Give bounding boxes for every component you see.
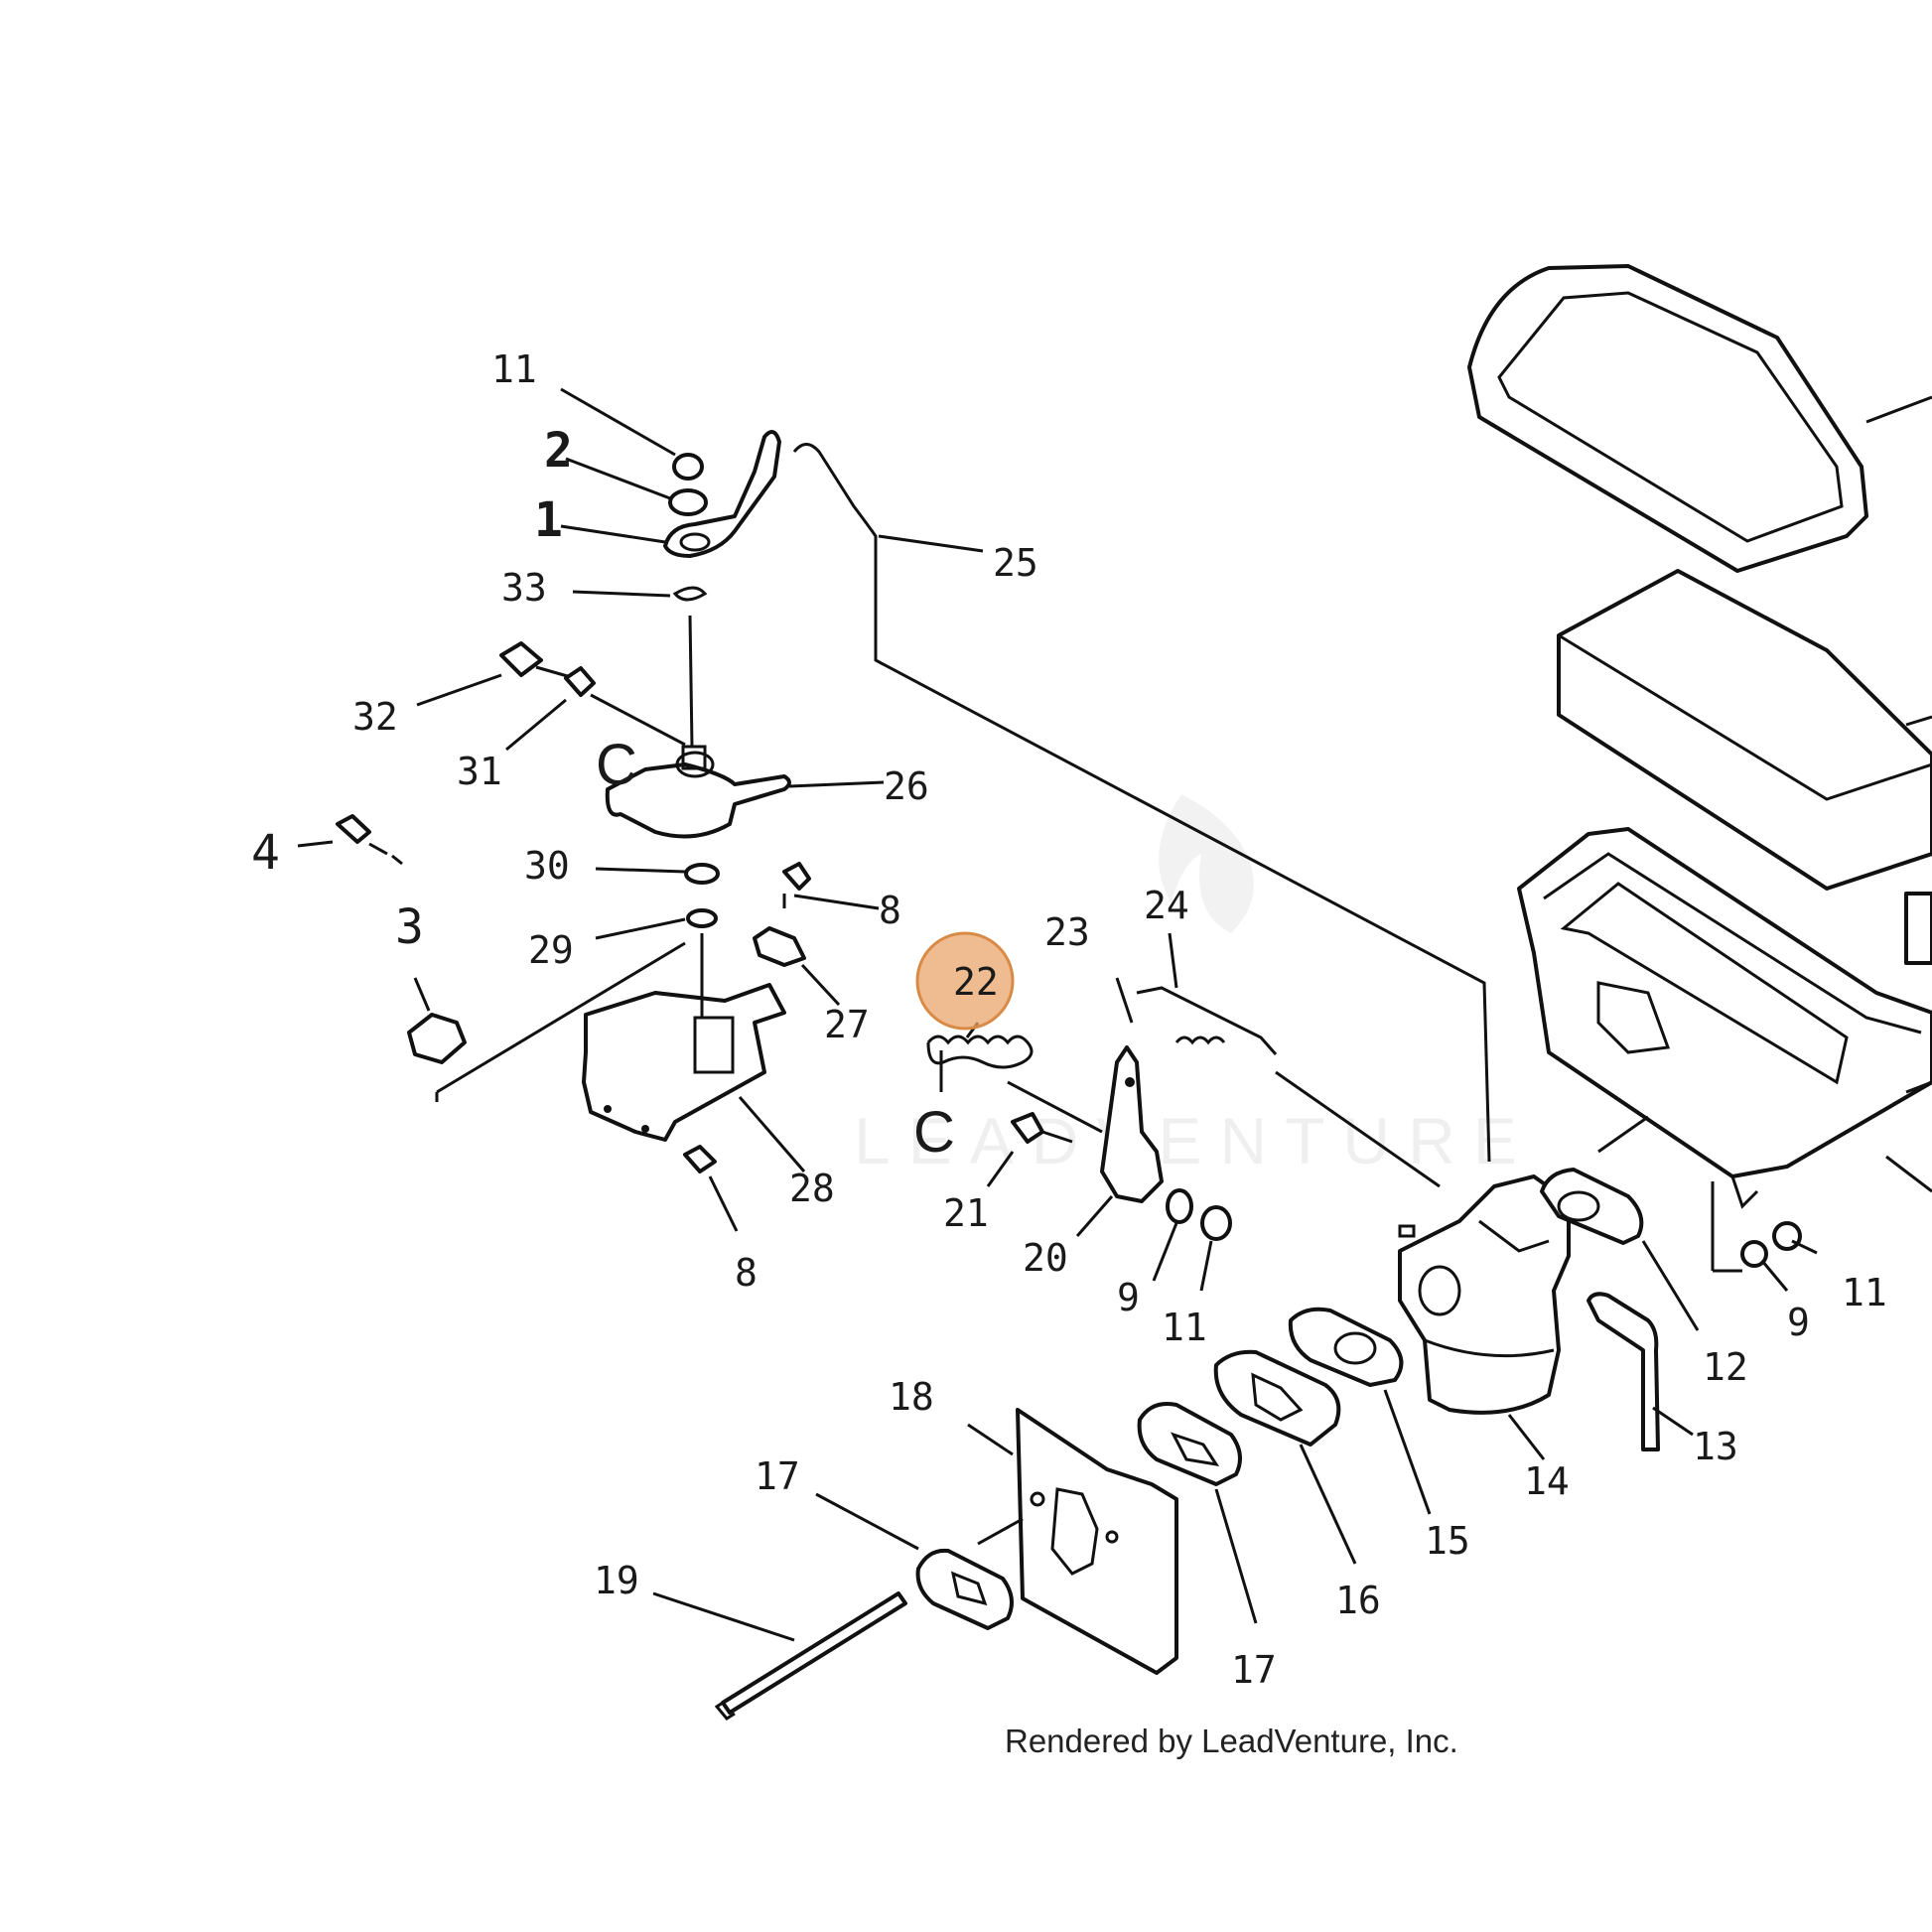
label-part-28[interactable]: 28 <box>789 1167 835 1210</box>
leader-lines <box>297 387 1818 1642</box>
watermark-text: LEADVENTURE <box>854 1104 1535 1177</box>
label-part-17-upper[interactable]: 17 <box>755 1454 800 1498</box>
label-part-16[interactable]: 16 <box>1335 1579 1381 1622</box>
label-part-20[interactable]: 20 <box>1023 1236 1068 1280</box>
watermark: LEADVENTURE <box>854 794 1535 1177</box>
label-part-9-middle[interactable]: 9 <box>1117 1276 1140 1319</box>
governor-arm-assembly <box>336 430 1491 1173</box>
label-reference-c-lower: C <box>913 1100 955 1165</box>
label-part-1[interactable]: 1 <box>534 492 563 548</box>
carburetor-assembly <box>714 1168 1660 1721</box>
part-22-highlight-marker[interactable] <box>915 931 1015 1031</box>
label-part-31[interactable]: 31 <box>457 750 502 793</box>
label-part-8-bottom[interactable]: 8 <box>735 1251 758 1295</box>
label-part-21[interactable]: 21 <box>943 1191 989 1235</box>
label-part-29[interactable]: 29 <box>528 928 574 972</box>
render-credit: Rendered by LeadVenture, Inc. <box>1005 1723 1458 1759</box>
label-part-14[interactable]: 14 <box>1524 1459 1570 1503</box>
label-part-8-top[interactable]: 8 <box>879 889 901 932</box>
label-part-9-right[interactable]: 9 <box>1787 1301 1810 1344</box>
label-part-13[interactable]: 13 <box>1693 1425 1738 1468</box>
label-part-22[interactable]: 22 <box>953 960 999 1004</box>
label-part-24[interactable]: 24 <box>1144 884 1189 927</box>
air-cleaner-base <box>1517 827 1932 1273</box>
label-part-2[interactable]: 2 <box>544 423 573 479</box>
label-part-19[interactable]: 19 <box>594 1559 639 1602</box>
label-part-33[interactable]: 33 <box>501 566 547 610</box>
air-cleaner-cover <box>1467 264 1932 573</box>
label-part-4[interactable]: 4 <box>251 825 280 881</box>
label-part-15[interactable]: 15 <box>1425 1519 1470 1563</box>
air-filter-element <box>1557 569 1932 891</box>
label-part-11-top[interactable]: 11 <box>491 347 537 391</box>
label-part-11-middle[interactable]: 11 <box>1162 1306 1207 1349</box>
label-part-3[interactable]: 3 <box>395 899 424 955</box>
label-part-18[interactable]: 18 <box>889 1375 934 1419</box>
label-part-30[interactable]: 30 <box>524 844 570 888</box>
label-part-32[interactable]: 32 <box>352 695 398 739</box>
label-part-12[interactable]: 12 <box>1703 1345 1748 1389</box>
label-part-17-lower[interactable]: 17 <box>1231 1648 1277 1692</box>
label-part-27[interactable]: 27 <box>824 1003 870 1046</box>
label-part-11-right[interactable]: 11 <box>1842 1271 1887 1314</box>
callout-labels: 11 2 1 25 33 32 31 C 26 4 30 8 3 29 27 2… <box>251 347 1887 1692</box>
label-reference-c-upper: C <box>596 733 637 797</box>
throttle-linkage <box>926 986 1802 1268</box>
label-part-25[interactable]: 25 <box>993 541 1038 585</box>
label-part-26[interactable]: 26 <box>884 764 929 808</box>
label-part-23[interactable]: 23 <box>1044 910 1090 954</box>
watermark-flame-icon <box>1159 794 1254 933</box>
